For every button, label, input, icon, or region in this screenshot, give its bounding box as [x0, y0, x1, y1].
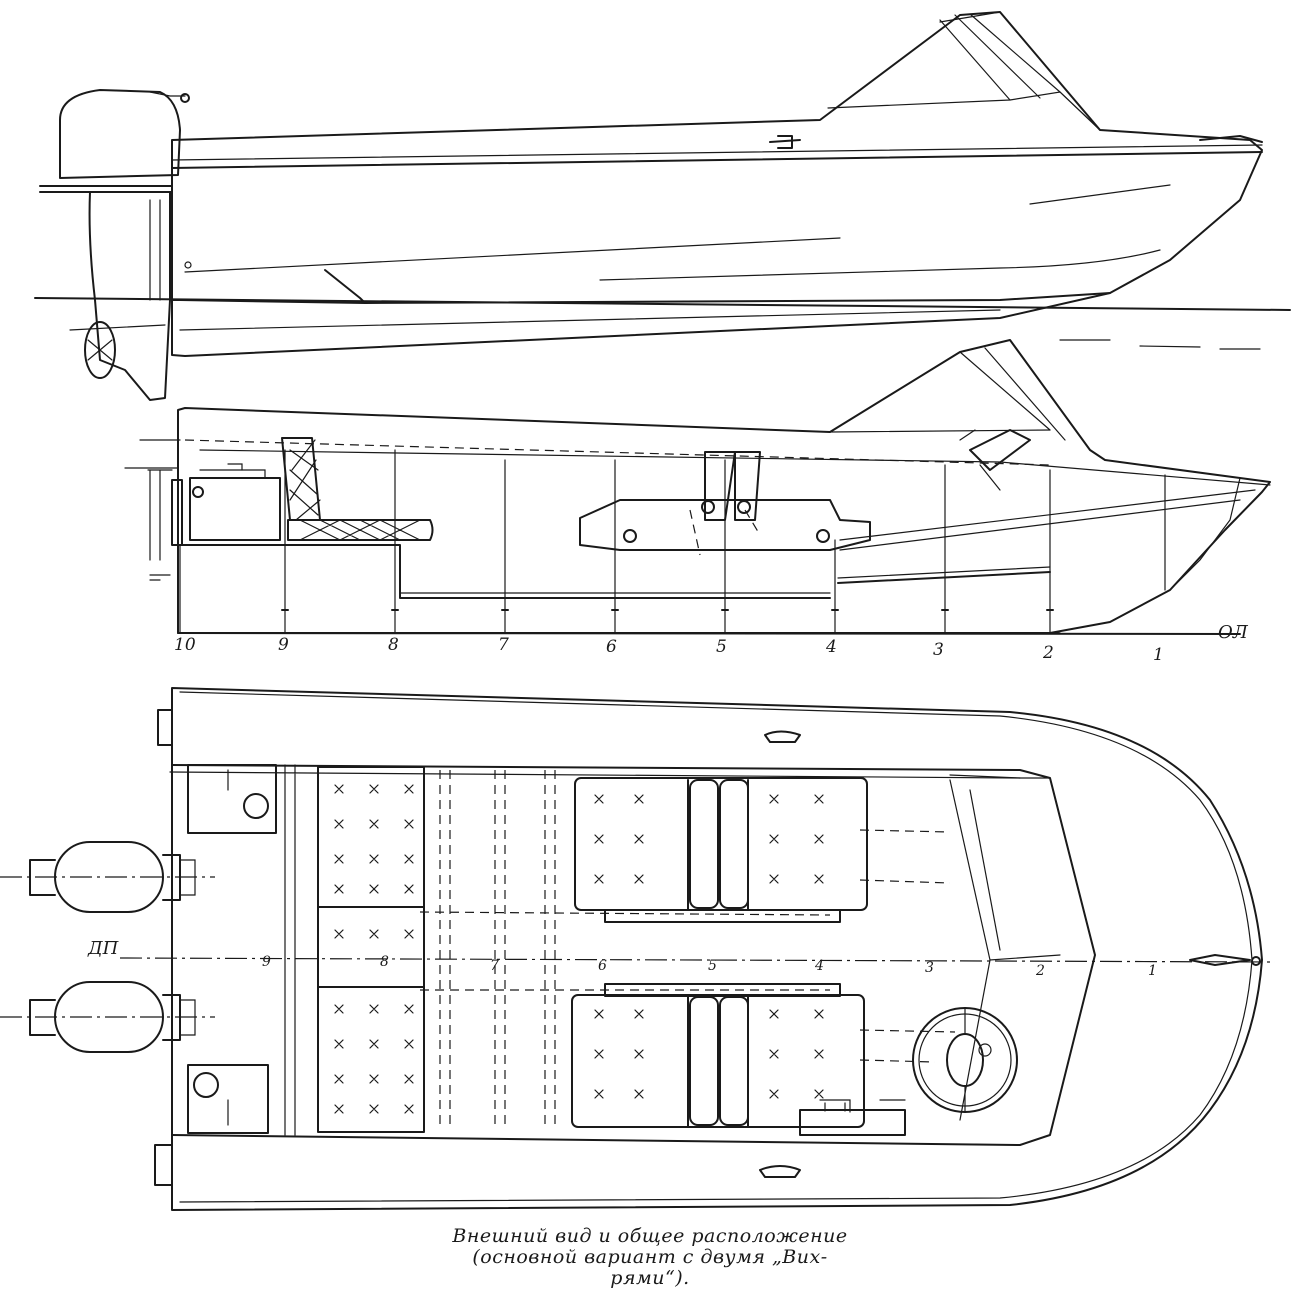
exterior-hull — [171, 11, 1263, 304]
profile-frame-3: 3 — [933, 640, 944, 660]
plan-frame-5: 5 — [708, 958, 717, 974]
inboard-profile-view: 10 9 8 7 6 5 4 3 2 1 ОЛ — [124, 339, 1271, 665]
plan-deck-outline — [171, 687, 1263, 1211]
plan-frame-8: 8 — [380, 954, 389, 970]
figure-caption: Внешний вид и общее расположение (основн… — [330, 1226, 970, 1289]
profile-frame-1: 1 — [1153, 645, 1164, 665]
front-seat-lower — [571, 983, 865, 1128]
profile-frame-5: 5 — [716, 637, 727, 657]
profile-frame-10: 10 — [174, 635, 196, 655]
tank-right — [187, 1064, 269, 1134]
rear-seat-middle — [317, 906, 425, 988]
outboard-motor-exterior — [39, 89, 190, 401]
plan-frame-1: 1 — [1148, 963, 1157, 979]
caption-line-3: рями“). — [610, 1267, 690, 1289]
plan-frame-3: 3 — [925, 960, 934, 976]
profile-frame-2: 2 — [1042, 643, 1054, 663]
control-box — [799, 1109, 906, 1136]
steering-wheel — [912, 1007, 1018, 1113]
plan-frame-9: 9 — [262, 954, 271, 970]
profile-frame-6: 6 — [606, 637, 617, 657]
plan-frame-4: 4 — [814, 958, 824, 974]
profile-frame-4: 4 — [825, 637, 837, 657]
exterior-side-view — [34, 11, 1291, 401]
profile-hull — [177, 339, 1271, 634]
plan-cockpit — [171, 764, 1096, 1146]
tank-left — [187, 764, 277, 834]
plan-frame-7: 7 — [490, 958, 499, 974]
plan-view: ДП 9 8 7 6 5 4 3 2 1 — [0, 687, 1276, 1211]
profile-frame-7: 7 — [498, 635, 509, 655]
front-seat-profile — [579, 499, 871, 551]
rear-seat-lower — [317, 986, 425, 1133]
plan-frame-6: 6 — [598, 958, 607, 974]
caption-line-1: Внешний вид и общее расположение — [452, 1225, 848, 1247]
profile-frame-8: 8 — [388, 635, 399, 655]
rear-seat-back-profile — [281, 437, 321, 521]
fuel-tank-profile — [189, 477, 281, 541]
centerline-label: ДП — [87, 938, 119, 959]
plan-frame-2: 2 — [1035, 963, 1045, 979]
waterline — [34, 297, 1291, 311]
centerline — [119, 957, 1276, 963]
baseline-label: ОЛ — [1218, 622, 1249, 643]
caption-line-2: (основной вариант с двумя „Вих- — [472, 1246, 828, 1268]
rear-seat-profile — [287, 519, 434, 541]
profile-frame-9: 9 — [278, 635, 289, 655]
front-seat-upper — [574, 777, 868, 923]
